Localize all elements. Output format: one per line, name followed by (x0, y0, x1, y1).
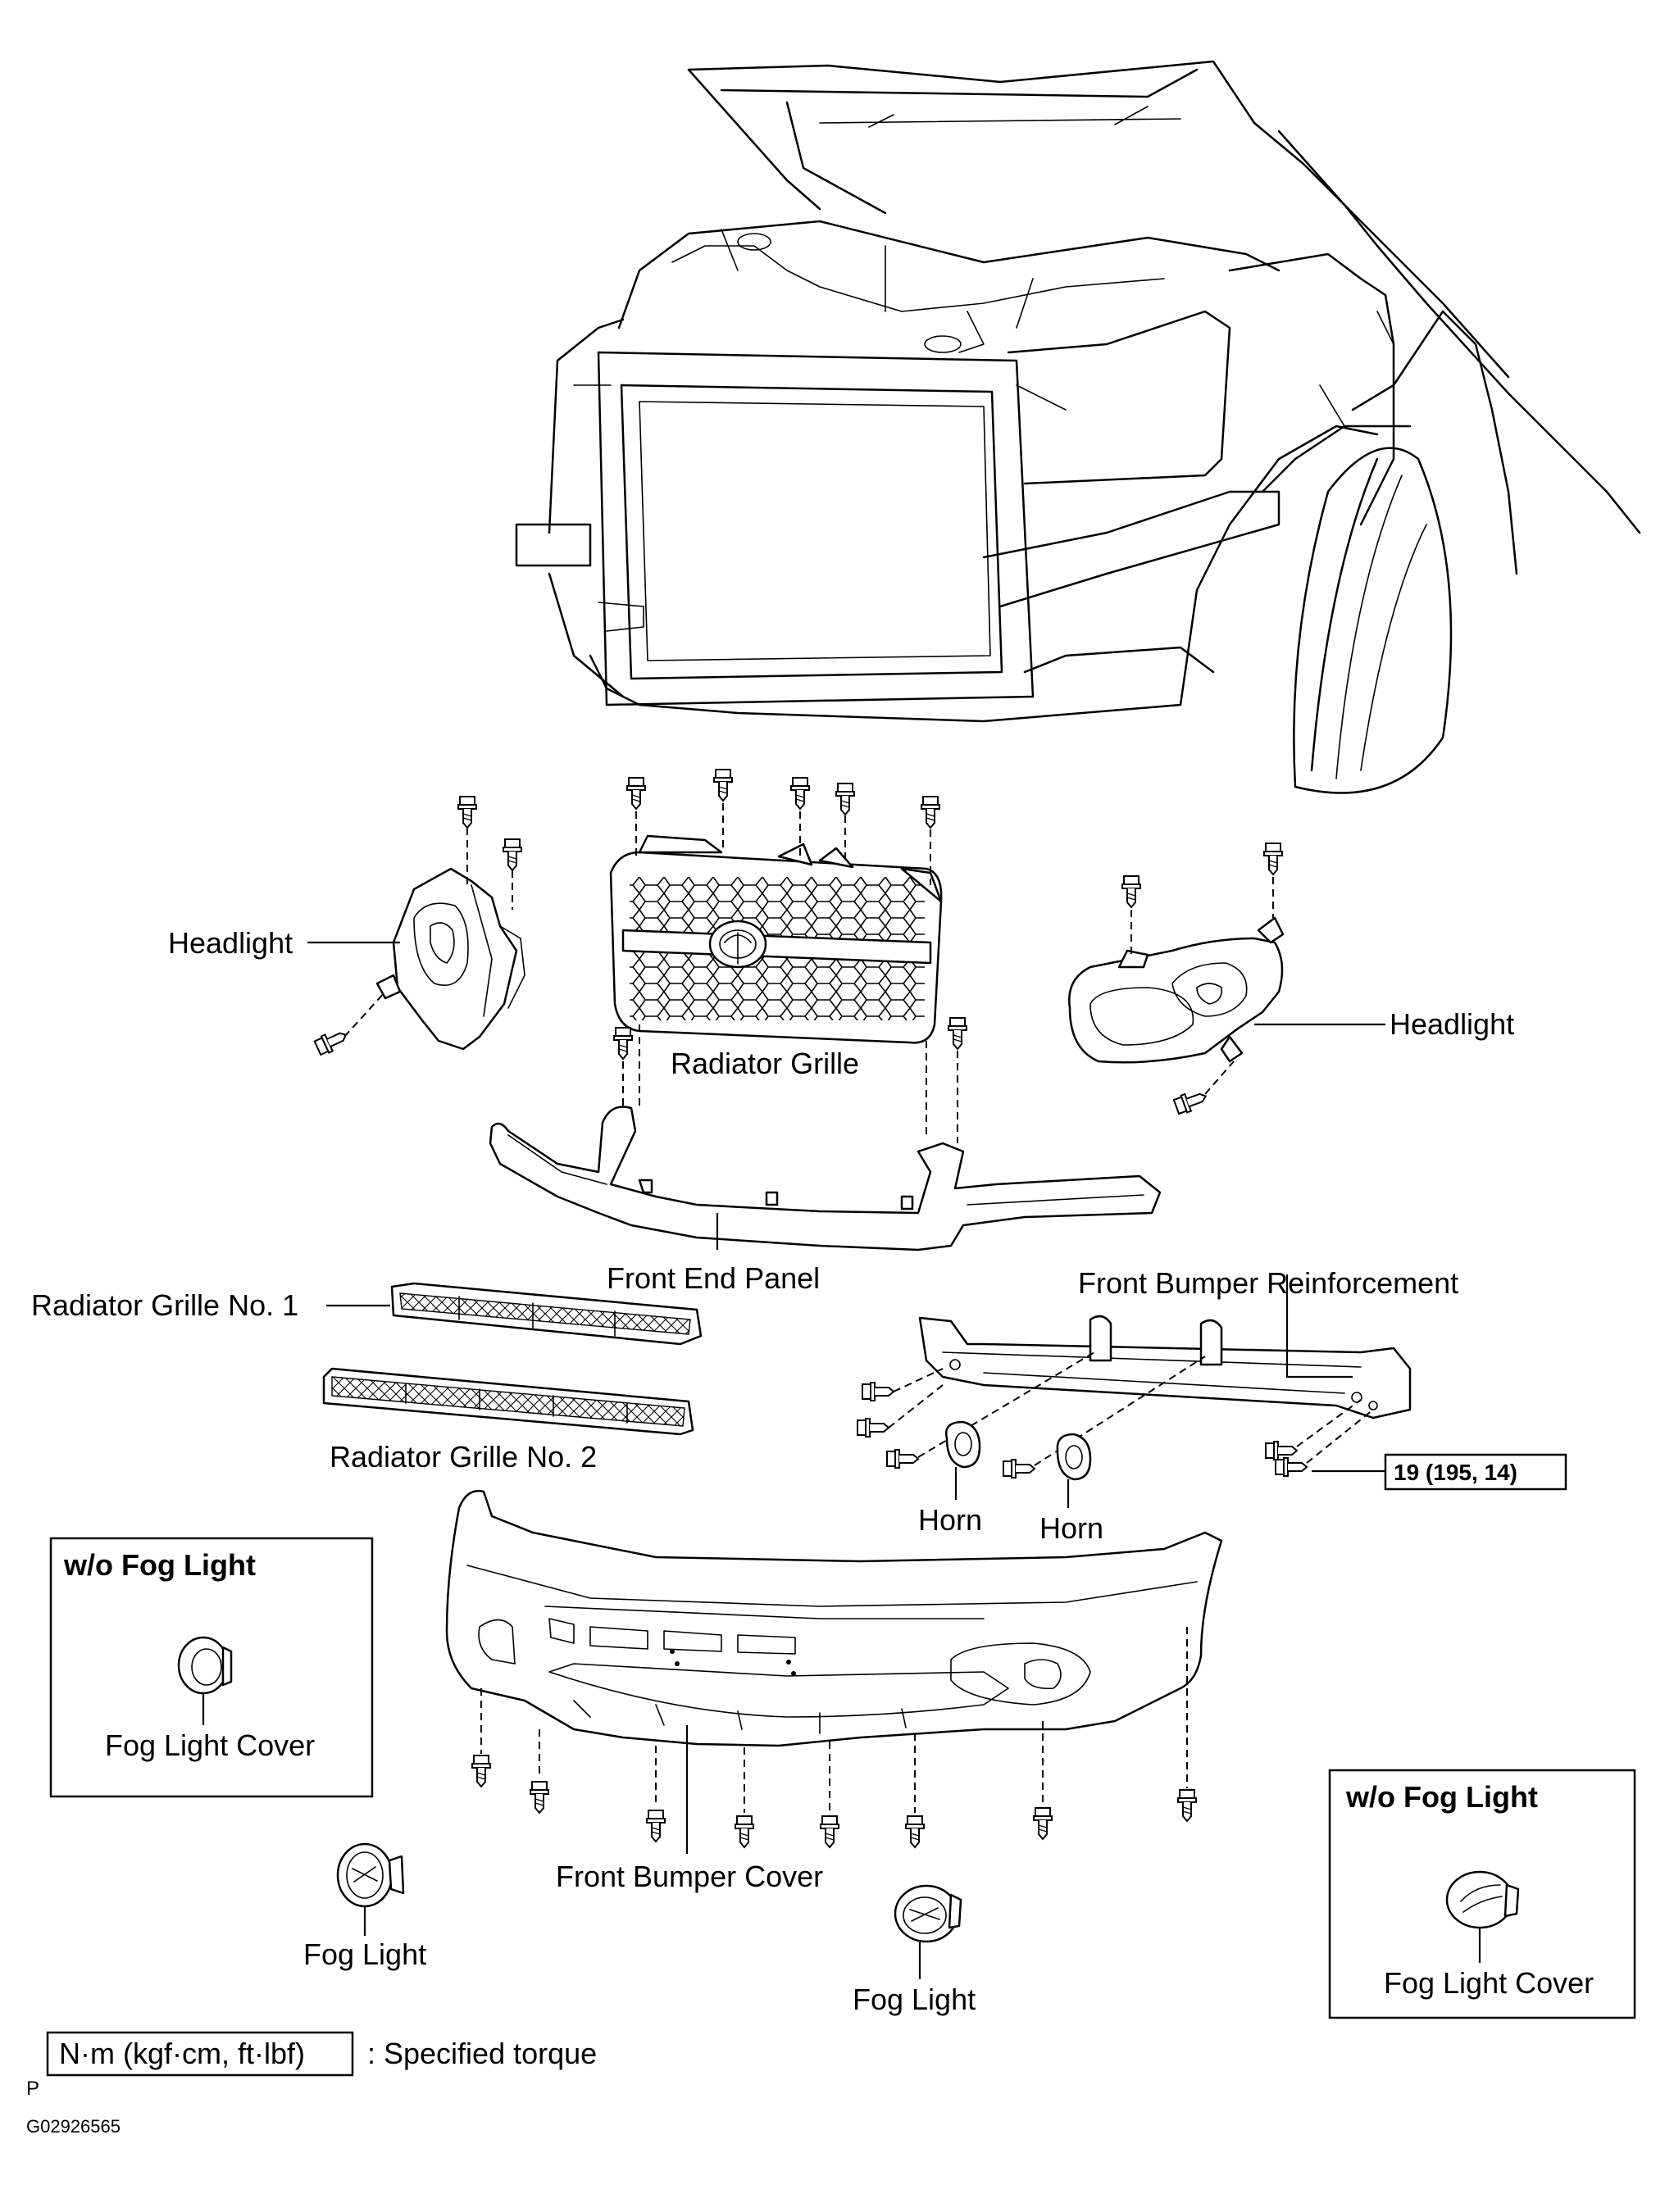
front-end-panel-bolts (613, 1017, 967, 1143)
fog-light-right (894, 1884, 962, 1943)
fog-light-cover-left (177, 1636, 233, 1695)
inset-right-title: w/o Fog Light (1345, 1780, 1538, 1814)
vehicle-front-body (515, 60, 1641, 794)
inset-left-part-label: Fog Light Cover (105, 1728, 315, 1762)
torque-callout-value: 19 (195, 14) (1394, 1460, 1517, 1485)
headlight-right-bolts (1121, 843, 1283, 1116)
footer-mark: P (26, 2078, 39, 2100)
torque-legend-unit: N·m (kgf·cm, ft·lbf) (59, 2037, 305, 2070)
horn-left-label: Horn (918, 1503, 982, 1537)
horn-right (1056, 1433, 1092, 1481)
torque-legend-description: : Specified torque (367, 2037, 597, 2070)
radiator-grille-no1 (390, 1282, 703, 1346)
fog-light-left (336, 1842, 405, 1908)
front-bumper-reinforcement (918, 1315, 1412, 1419)
fog-light-right-label: Fog Light (853, 1983, 976, 2016)
front-bumper-reinforcement-label: Front Bumper Reinforcement (1078, 1266, 1458, 1300)
radiator-grille (609, 834, 943, 1044)
horn-right-label: Horn (1039, 1511, 1103, 1545)
figure-id: G02926565 (26, 2116, 121, 2137)
headlight-right-label: Headlight (1390, 1007, 1514, 1041)
radiator-grille-label: Radiator Grille (671, 1047, 859, 1080)
front-bumper-cover-bolts (471, 1627, 1197, 1848)
torque-callout-box (1384, 1453, 1567, 1491)
headlight-left (375, 867, 525, 1051)
torque-legend-box (46, 2031, 354, 2077)
fog-light-cover-right (1445, 1870, 1520, 1929)
torque-legend: N·m (kgf·cm, ft·lbf) : Specified torque (46, 2031, 597, 2077)
front-bumper-reinforcement-leader (1285, 1274, 1353, 1379)
headlight-left-label: Headlight (168, 926, 293, 960)
fog-light-left-label: Fog Light (303, 1937, 426, 1971)
inset-left-title: w/o Fog Light (63, 1548, 256, 1582)
radiator-grille-no2 (322, 1367, 694, 1436)
inset-left-wo-fog-light: w/o Fog Light Fog Light Cover (49, 1537, 374, 1798)
front-bumper-reinforcement-bolts (857, 1351, 1374, 1478)
inset-right-part-label: Fog Light Cover (1384, 1966, 1594, 2000)
headlight-left-bolts (312, 796, 522, 1057)
horn-left (944, 1420, 981, 1469)
front-end-panel (489, 1106, 1162, 1251)
front-bumper-cover-label: Front Bumper Cover (556, 1860, 823, 1893)
radiator-grille-bolts (626, 769, 940, 1139)
headlight-right (1068, 916, 1285, 1064)
inset-right-wo-fog-light: w/o Fog Light Fog Light Cover (1328, 1769, 1636, 2019)
radiator-grille-no1-label: Radiator Grille No. 1 (31, 1288, 298, 1322)
front-bumper-cover (445, 1489, 1223, 1747)
radiator-grille-no2-label: Radiator Grille No. 2 (330, 1440, 597, 1474)
front-end-panel-label: Front End Panel (607, 1261, 820, 1295)
